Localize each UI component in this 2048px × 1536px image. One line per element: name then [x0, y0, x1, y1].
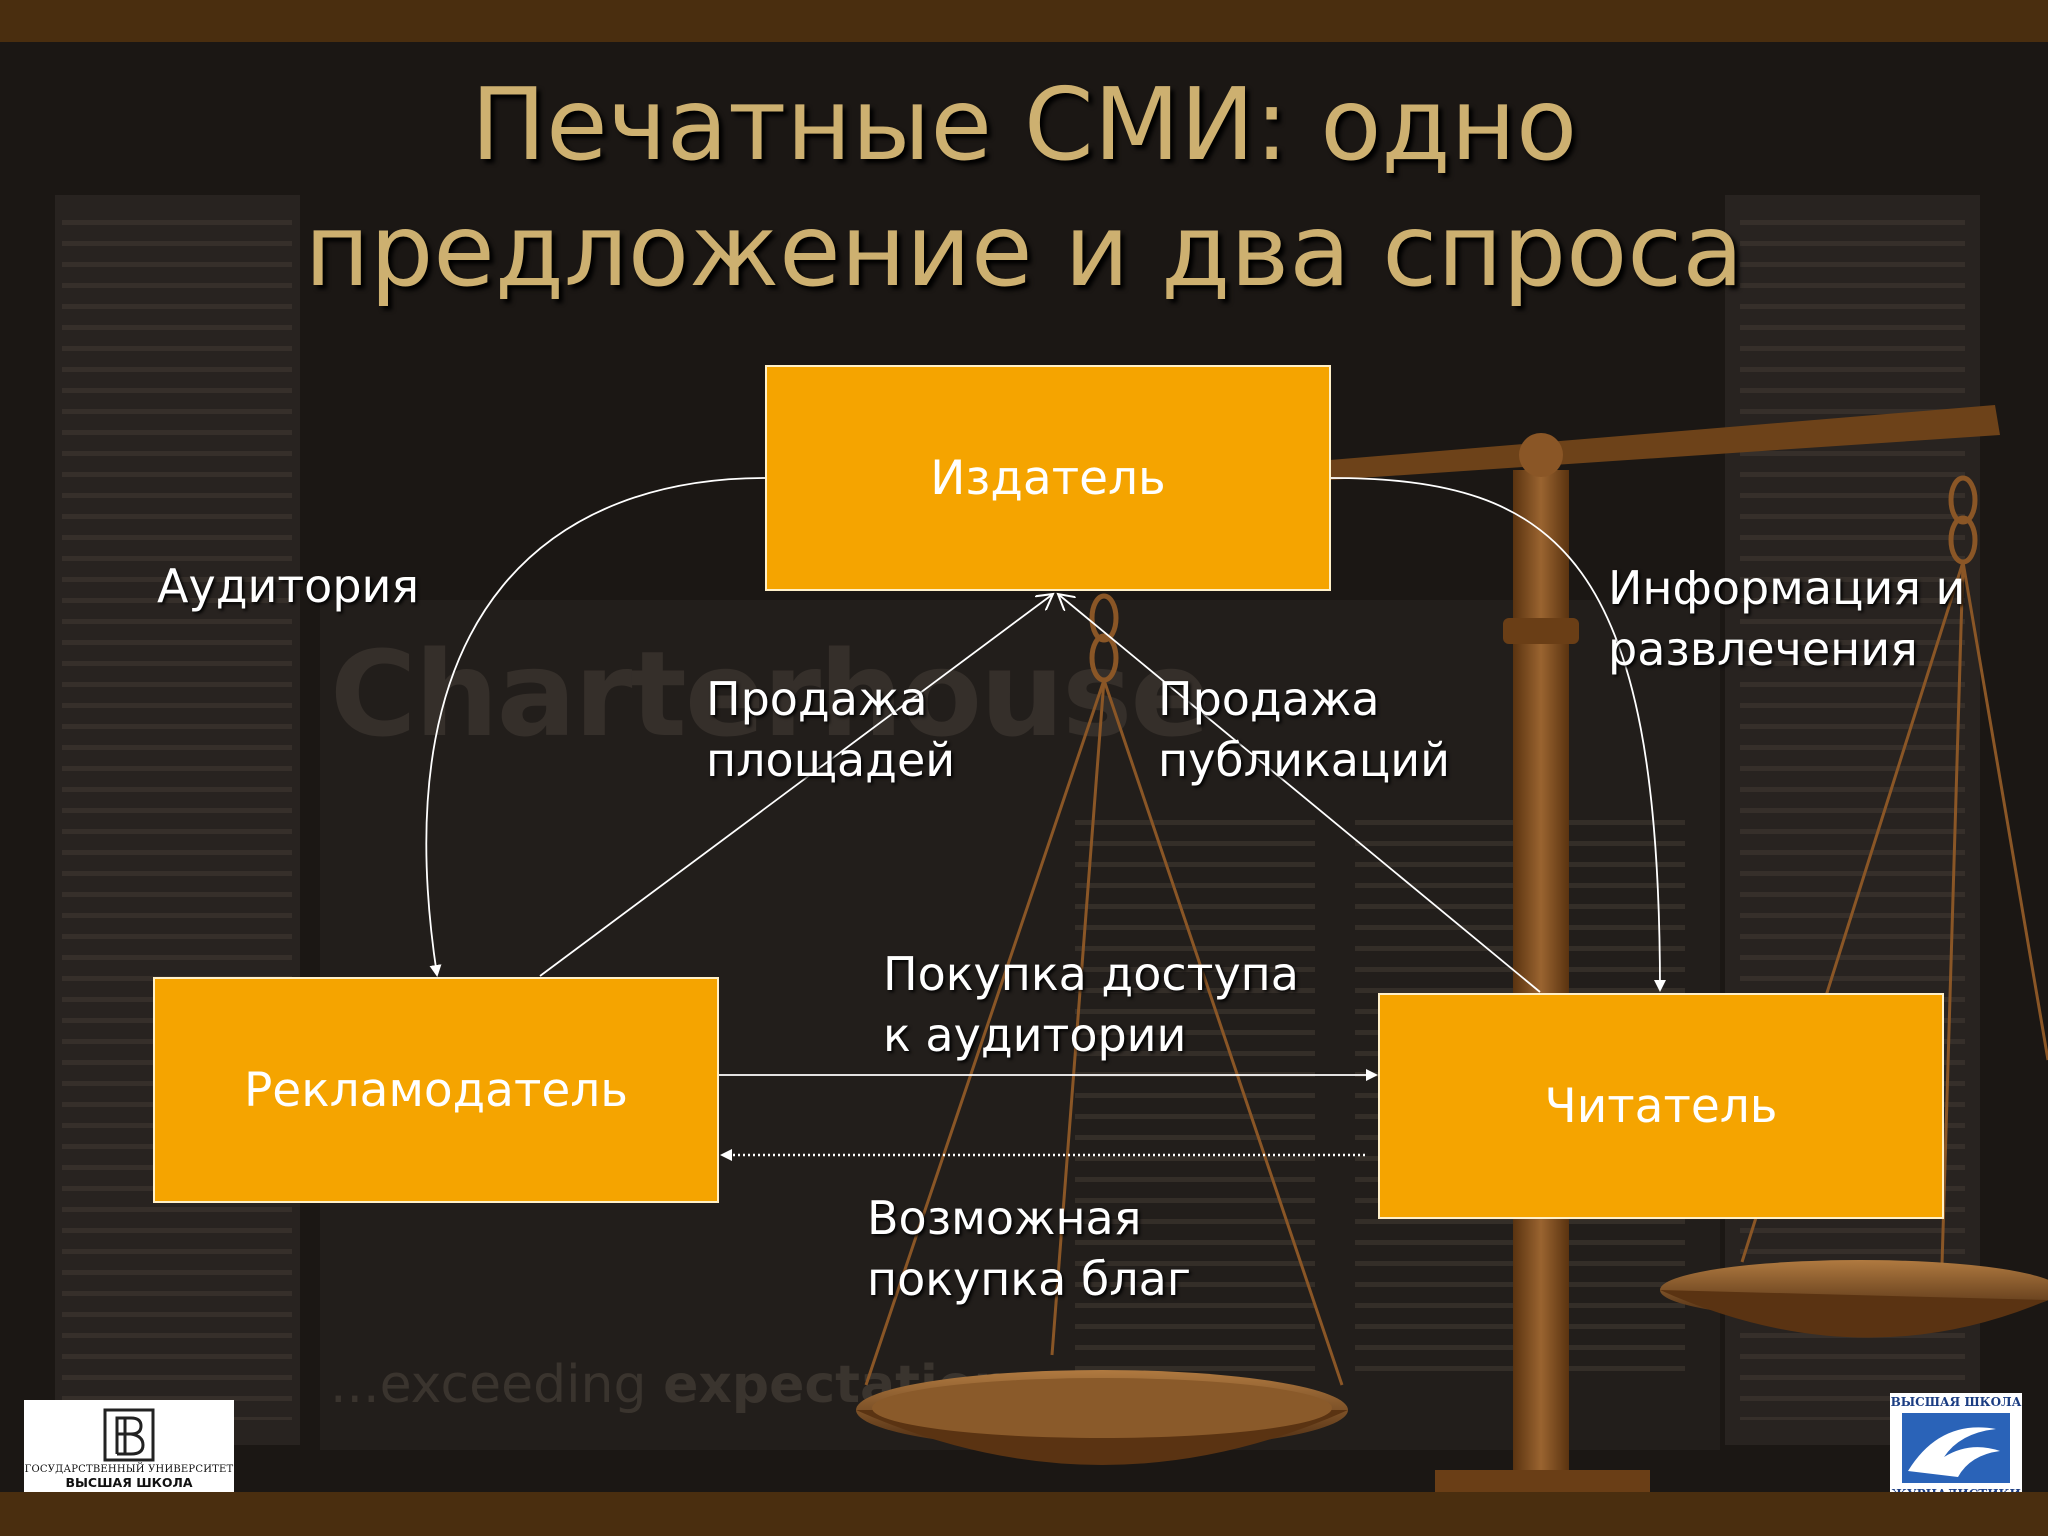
node-advertiser: Рекламодатель	[153, 977, 719, 1203]
edge-label-access-line1: Покупка доступа	[883, 947, 1299, 1001]
newspaper-text-mid	[1075, 820, 1315, 1380]
newspaper-text-left	[62, 220, 292, 1420]
edge-label-space-line2: площадей	[706, 733, 956, 787]
hse-emblem-icon	[103, 1408, 155, 1462]
arrow-publisher-to-advertiser	[425, 477, 766, 977]
bottom-band	[0, 1492, 2048, 1536]
top-band	[0, 0, 2048, 42]
journalism-school-logo: ВЫСШАЯ ШКОЛА ЖУРНАЛИСТИКИ	[1890, 1393, 2022, 1509]
title-line-2: предложение и два спроса	[304, 192, 1744, 309]
background-brand: Charterhouse	[330, 625, 1210, 763]
edge-label-info-line2: развлечения	[1608, 622, 1918, 676]
edge-label-space-line1: Продажа	[706, 672, 928, 726]
wave-emblem-icon	[1902, 1413, 2010, 1483]
node-publisher: Издатель	[765, 365, 1331, 591]
title-line-1: Печатные СМИ: одно	[470, 66, 1578, 183]
hse-logo-line1: ГОСУДАРСТВЕННЫЙ УНИВЕРСИТЕТ	[24, 1464, 234, 1475]
edge-label-goods-line2: покупка благ	[867, 1252, 1192, 1306]
arrow-publisher-to-reader	[1330, 477, 1666, 992]
node-reader: Читатель	[1378, 993, 1944, 1219]
edge-label-audience: Аудитория	[157, 559, 420, 613]
edge-label-publications-line2: публикаций	[1158, 733, 1451, 787]
arrow-reader-to-publisher	[1058, 594, 1541, 993]
edge-label-access-line2: к аудитории	[883, 1008, 1187, 1062]
arrow-advertiser-to-publisher	[539, 594, 1053, 977]
edge-label-info-line1: Информация и	[1608, 561, 1966, 615]
journalism-logo-line1: ВЫСШАЯ ШКОЛА	[1890, 1395, 2022, 1409]
edge-label-publications-line1: Продажа	[1158, 672, 1380, 726]
edge-label-goods-line1: Возможная	[867, 1191, 1142, 1245]
slide-title: Печатные СМИ: одно предложение и два спр…	[0, 62, 2048, 314]
